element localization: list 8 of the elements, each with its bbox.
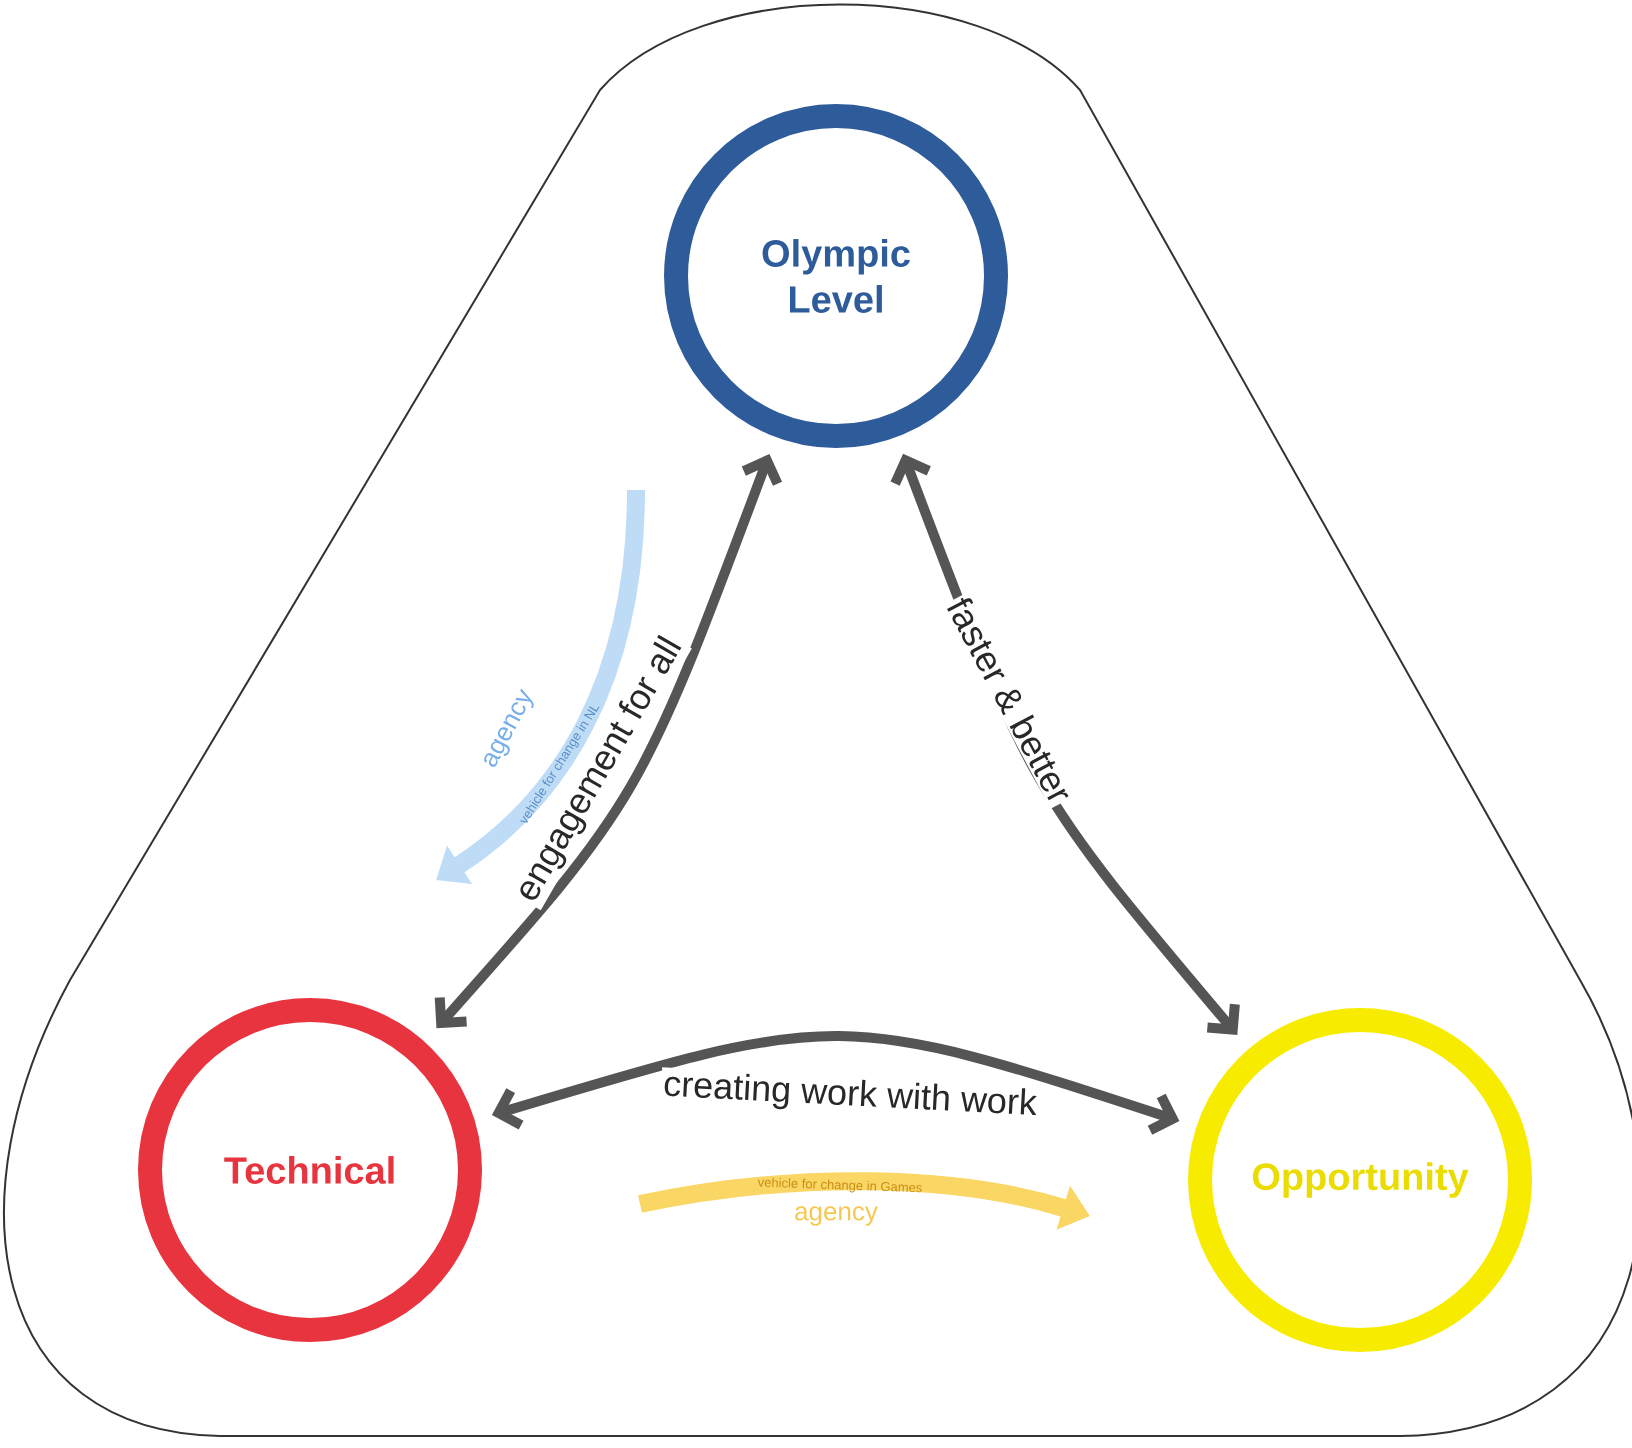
circle-node: Olympic Level: [664, 104, 1008, 448]
circle-node: Opportunity: [1188, 1008, 1532, 1352]
edge-label: faster & better: [942, 591, 1078, 809]
double-arrow: [491, 1031, 1180, 1135]
edge-label: creating work with work: [660, 1067, 1040, 1125]
double-arrow: [434, 453, 783, 1029]
arrow-text: agency: [795, 1206, 878, 1226]
circle-node: Technical: [138, 998, 482, 1342]
